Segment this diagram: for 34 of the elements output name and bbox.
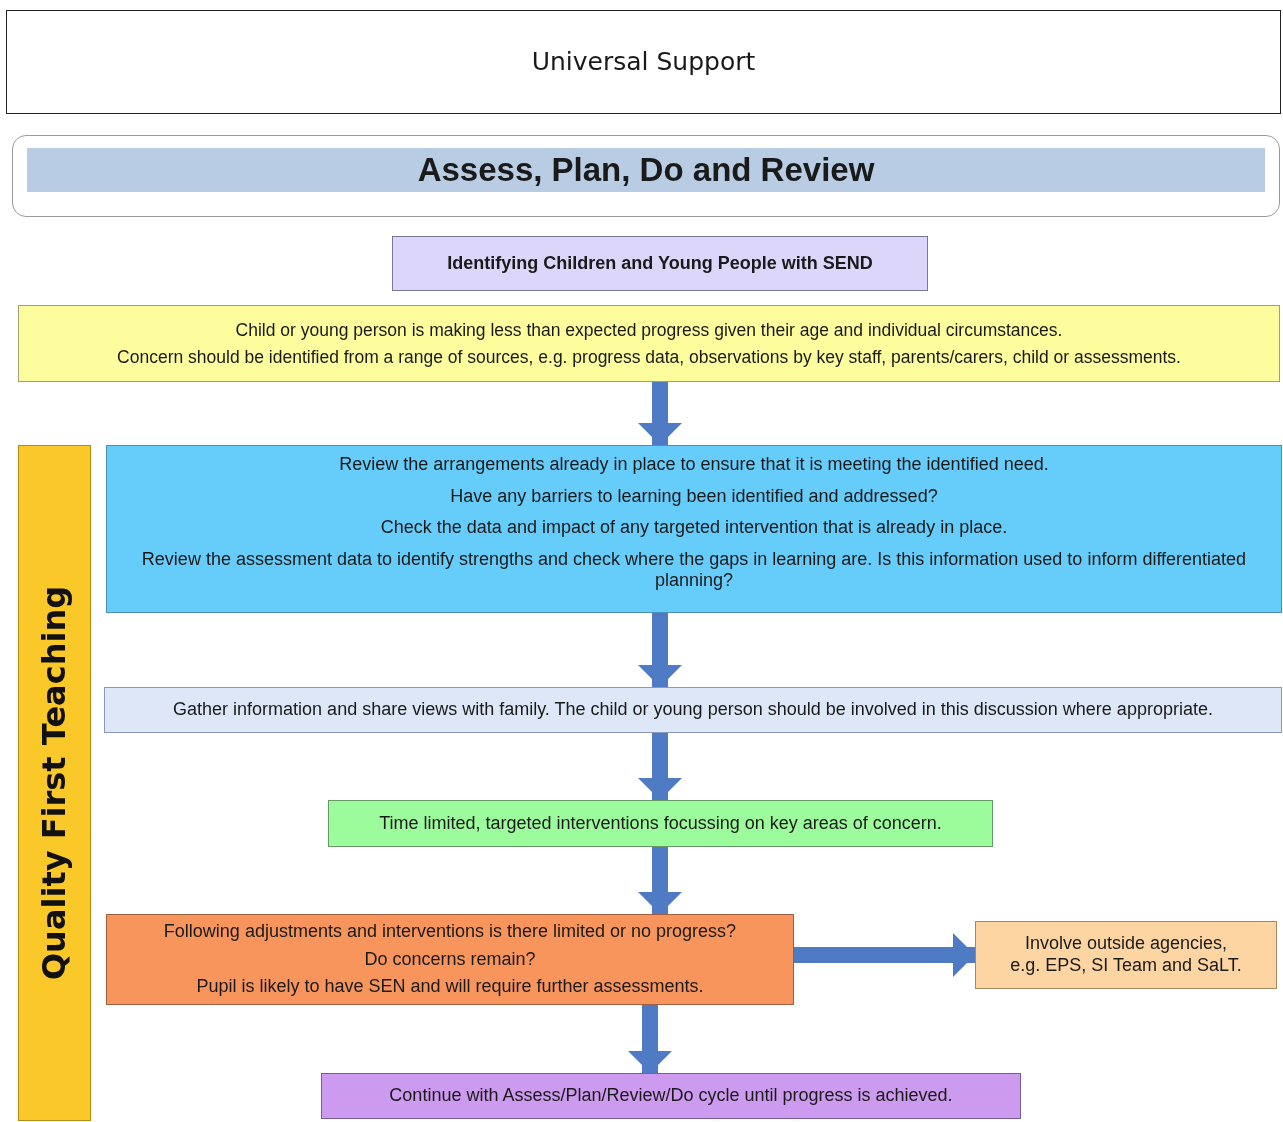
block-arrow — [638, 613, 682, 687]
block-arrow — [638, 382, 682, 445]
box-text: Child or young person is making less than expected progress given their age and individual circumstances. — [235, 319, 1063, 341]
box-text: Identifying Children and Young People with SEND — [447, 252, 873, 275]
side-label: Quality First Teaching — [35, 585, 74, 981]
block-arrow — [638, 733, 682, 800]
process-box — [18, 305, 1280, 382]
process-box — [975, 921, 1277, 989]
title: Universal Support — [531, 47, 756, 77]
title-box — [6, 10, 1281, 114]
box-text: Involve outside agencies, e.g. EPS, SI Team and SaLT. — [1010, 933, 1242, 977]
block-arrow — [628, 1005, 672, 1073]
box-text: Concern should be identified from a range of sources, e.g. progress data, observations by key staff, parents/carers, child or assessments. — [117, 346, 1181, 368]
process-box — [328, 800, 993, 847]
process-box — [106, 914, 794, 1005]
box-text: Time limited, targeted interventions focussing on key areas of concern. — [379, 812, 942, 835]
box-text: Continue with Assess/Plan/Review/Do cycle until progress is achieved. — [389, 1085, 953, 1107]
block-arrow — [794, 933, 975, 977]
side-band — [18, 445, 91, 1121]
process-box — [392, 236, 928, 291]
box-text: Gather information and share views with family. The child or young person should be involved in this discussion where appropriate. — [173, 699, 1213, 721]
box-text: Review the assessment data to identify strengths and check where the gaps in learning are. Is this information used to inform differentiated planning? — [140, 548, 1248, 592]
process-box — [106, 445, 1282, 613]
process-box — [104, 687, 1282, 733]
box-text: Check the data and impact of any targeted intervention that is already in place. — [380, 517, 1008, 539]
box-text: Review the arrangements already in place to ensure that it is meeting the identified need. — [339, 454, 1049, 476]
block-arrow — [638, 847, 682, 914]
box-text: Do concerns remain? — [364, 948, 536, 971]
box-text: Pupil is likely to have SEN and will require further assessments. — [196, 976, 704, 998]
box-text: Following adjustments and interventions is there limited or no progress? — [163, 921, 737, 943]
box-text: Assess, Plan, Do and Review — [417, 150, 875, 190]
process-box — [321, 1073, 1021, 1119]
box-text: Have any barriers to learning been identified and addressed? — [450, 485, 938, 508]
heading-banner — [12, 135, 1280, 217]
